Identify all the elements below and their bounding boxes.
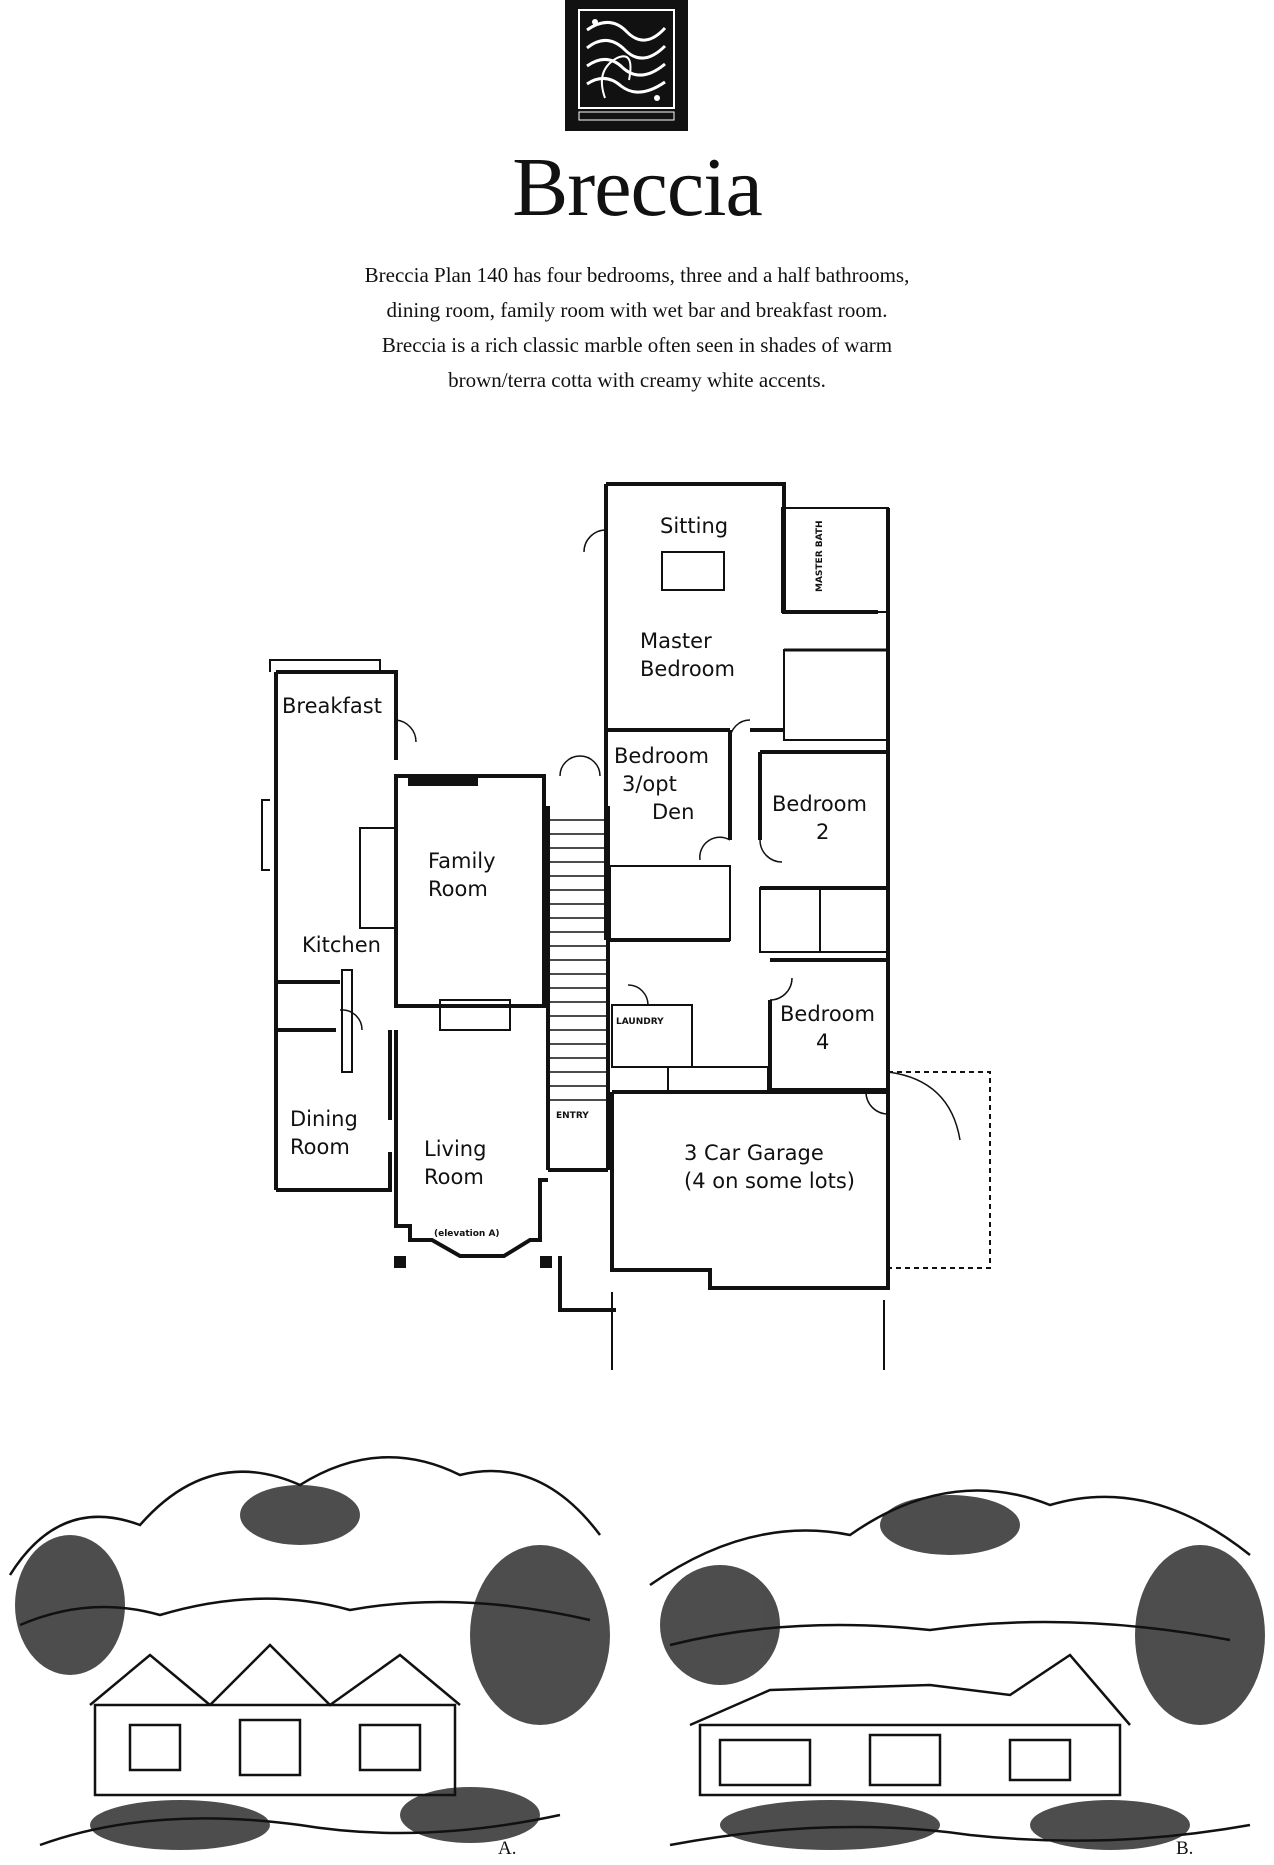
room-bedroom4-label: 4 <box>816 1030 829 1054</box>
room-master-bath-label: MASTER BATH <box>815 520 825 592</box>
room-bedroom3-label: Bedroom <box>614 744 709 768</box>
room-breakfast-label: Breakfast <box>282 694 382 718</box>
floor-plan: Sitting Master Bedroom MASTER BATH Break… <box>261 482 991 1370</box>
description-line: brown/terra cotta with creamy white acce… <box>448 368 826 392</box>
room-family-label: Family <box>428 849 496 873</box>
room-bedroom2-label: Bedroom <box>772 792 867 816</box>
elevation-note: (elevation A) <box>434 1229 500 1239</box>
description-line: dining room, family room with wet bar an… <box>386 298 888 322</box>
room-dining-label: Dining <box>290 1107 358 1131</box>
room-bedroom2-label: 2 <box>816 820 829 844</box>
room-dining-label: Room <box>290 1135 350 1159</box>
room-sitting-label: Sitting <box>660 514 728 538</box>
room-master-bedroom-label: Bedroom <box>640 657 735 681</box>
room-laundry-label: LAUNDRY <box>616 1017 664 1027</box>
elevation-a-label: A. <box>498 1838 517 1859</box>
house-elevation-b-sketch-icon <box>649 1489 1265 1850</box>
room-bedroom4-label: Bedroom <box>780 1002 875 1026</box>
room-family-label: Room <box>428 877 488 901</box>
marble-swirl-logo-icon <box>565 0 688 131</box>
room-garage-label: (4 on some lots) <box>684 1169 855 1193</box>
description-line: Breccia is a rich classic marble often s… <box>381 333 893 357</box>
room-bedroom3-label: 3/opt <box>622 772 677 796</box>
room-master-bedroom-label: Master <box>640 629 712 653</box>
room-kitchen-label: Kitchen <box>302 933 381 957</box>
room-living-label: Living <box>424 1137 486 1161</box>
elevation-b-label: B. <box>1176 1838 1194 1859</box>
room-garage-label: 3 Car Garage <box>684 1141 824 1165</box>
plan-description: Breccia Plan 140 has four bedrooms, thre… <box>0 258 1274 398</box>
description-line: Breccia Plan 140 has four bedrooms, thre… <box>364 263 910 287</box>
page-title: Breccia <box>512 141 762 234</box>
room-den-label: Den <box>652 800 694 824</box>
room-living-label: Room <box>424 1165 484 1189</box>
room-entry-label: ENTRY <box>556 1111 589 1121</box>
house-elevation-a-sketch-icon <box>8 1455 610 1850</box>
